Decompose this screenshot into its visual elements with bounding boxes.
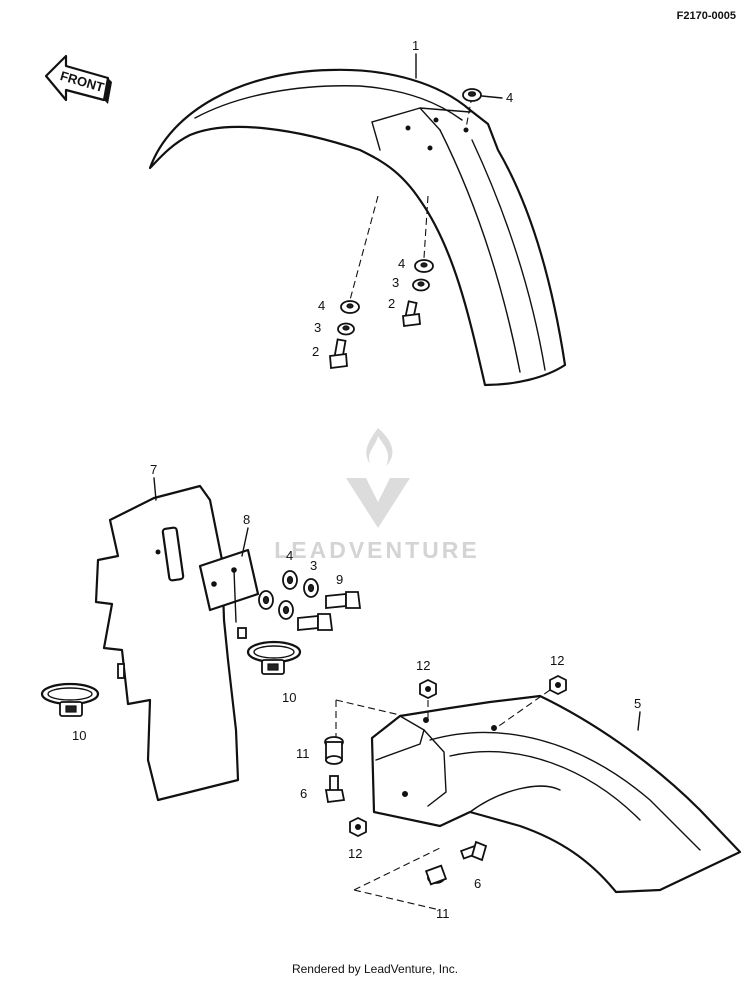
hose-clamp-left: [40, 682, 100, 717]
spacer-11-lower: [424, 864, 448, 886]
callout-2-left: 2: [312, 344, 319, 359]
callout-6-lower: 6: [474, 876, 481, 891]
callout-2-right: 2: [388, 296, 395, 311]
nut-12-bottom: [349, 816, 367, 838]
callout-3-left: 3: [314, 320, 321, 335]
front-direction-arrow: FRONT: [44, 54, 112, 104]
bolt-6-upper: [324, 775, 346, 804]
callout-8: 8: [243, 512, 250, 527]
front-fender: [148, 68, 567, 387]
bracket-plate: [198, 548, 260, 623]
callout-12-top-right: 12: [550, 653, 564, 668]
hardware-stack-right: [402, 259, 434, 328]
spacer-11-upper: [324, 736, 344, 765]
callout-9: 9: [336, 572, 343, 587]
hardware-bracket: [258, 570, 362, 631]
nut-12-top-left: [419, 678, 437, 700]
watermark-flame-icon: [366, 428, 393, 466]
callout-6-upper: 6: [300, 786, 307, 801]
callout-4-left: 4: [318, 298, 325, 313]
callout-3-right: 3: [392, 275, 399, 290]
nut-12-top-right: [549, 674, 567, 696]
callout-12-top-left: 12: [416, 658, 430, 673]
callout-10-left: 10: [72, 728, 86, 743]
callout-11-upper: 11: [296, 746, 310, 761]
callout-3-bracket: 3: [310, 558, 317, 573]
rear-fender: [370, 694, 742, 894]
callout-1: 1: [412, 38, 419, 53]
mud-flap: [94, 484, 247, 802]
hose-clamp-right: [246, 640, 302, 675]
footer-credit: Rendered by LeadVenture, Inc.: [291, 962, 459, 976]
callout-4-right: 4: [398, 256, 405, 271]
callout-7: 7: [150, 462, 157, 477]
callout-12-bottom: 12: [348, 846, 362, 861]
callout-4-top: 4: [506, 90, 513, 105]
leadventure-watermark: LEADVENTURE: [274, 428, 480, 563]
watermark-text: LEADVENTURE: [274, 537, 480, 563]
callout-5: 5: [634, 696, 641, 711]
callout-10-right: 10: [282, 690, 296, 705]
callout-4-bracket: 4: [286, 548, 293, 563]
hardware-stack-left: [329, 300, 360, 370]
bolt-6-lower: [459, 840, 488, 862]
callout-11-lower: 11: [436, 906, 450, 921]
washer-4-top: [462, 88, 482, 102]
watermark-v-icon: [346, 478, 410, 528]
document-code: F2170-0005: [676, 10, 736, 22]
